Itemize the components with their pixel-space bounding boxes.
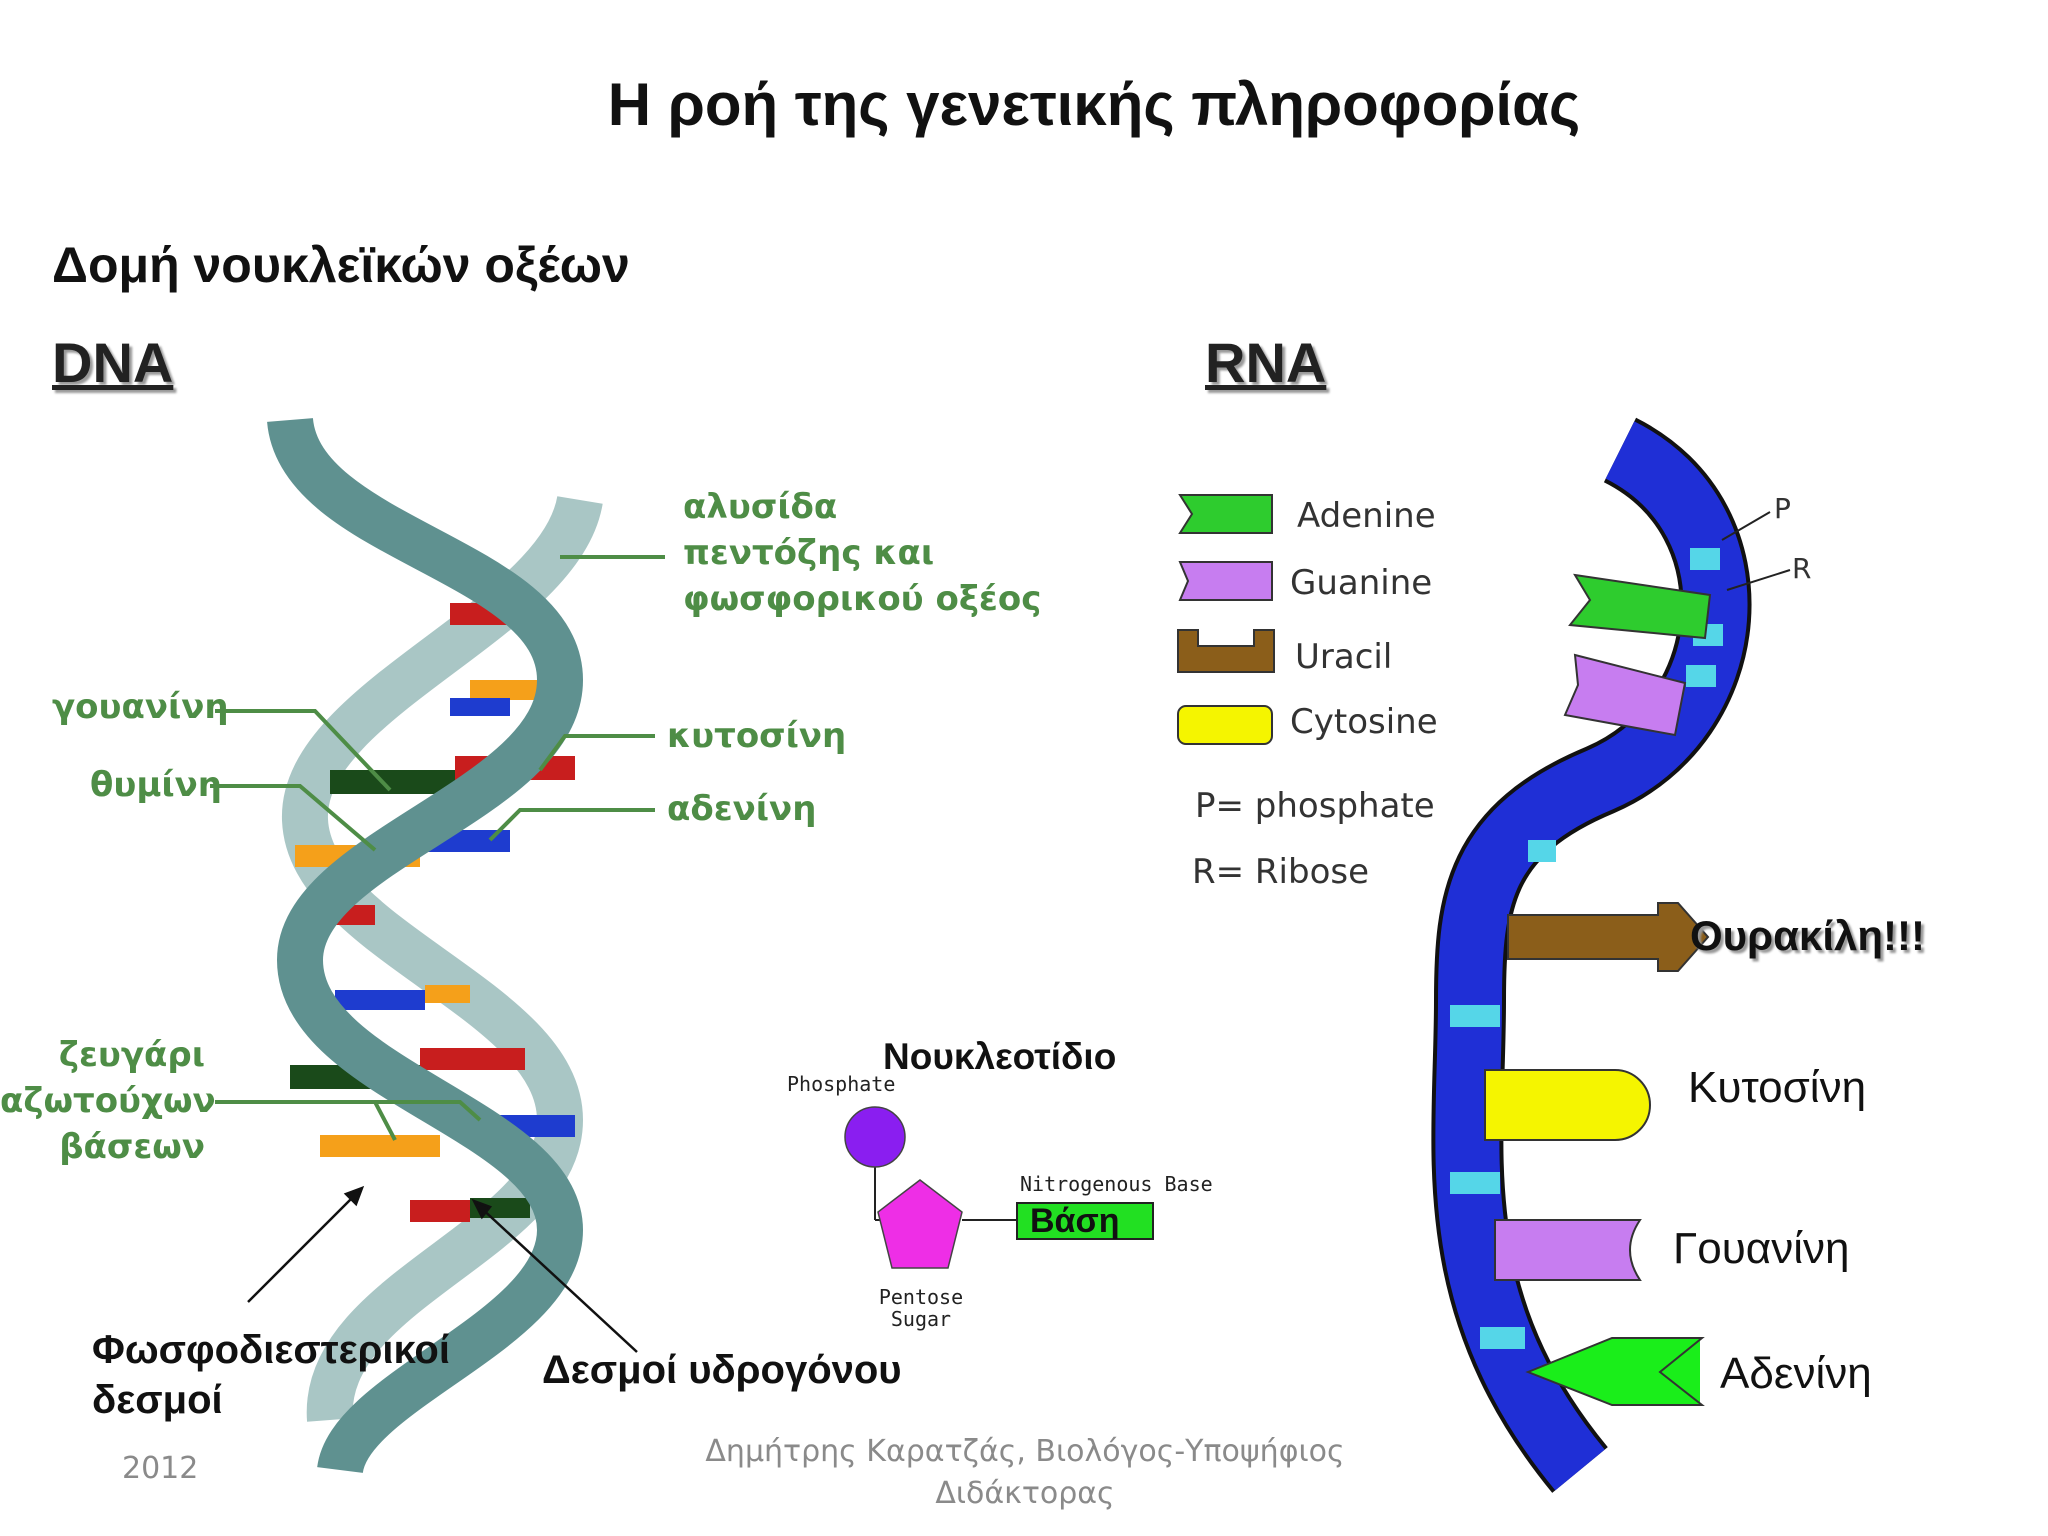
thymine-label: θυμίνη <box>90 765 222 805</box>
phosphodiester-label-line: Φωσφοδιεστερικοί <box>92 1328 450 1372</box>
dna-heading: DNA <box>52 331 174 394</box>
dna-back-strand <box>282 494 603 1422</box>
adenine-legend-icon <box>1178 494 1273 534</box>
rna-cytosine-label: Κυτοσίνη <box>1688 1063 1867 1112</box>
phosphate-circle <box>844 1106 906 1168</box>
base-pairs-label-line: ζευγάρι <box>58 1035 205 1075</box>
rna-backbone <box>1435 421 1748 1491</box>
rna-legend-cytosine: Cytosine <box>1290 702 1438 742</box>
rna-p-label: P <box>1774 492 1791 525</box>
ribose-definition: R= Ribose <box>1192 852 1370 892</box>
phosphate-definition: P= phosphate <box>1195 786 1435 826</box>
slide-subtitle: Δομή νουκλεϊκών οξέων <box>52 237 630 293</box>
rna-legend-adenine: Adenine <box>1297 496 1436 536</box>
phosphodiester-label-line: δεσμοί <box>92 1378 223 1422</box>
backbone-label-line: πεντόζης και <box>683 533 935 573</box>
pentose-pentagon <box>877 1179 963 1269</box>
footer-author: Δημήτρης Καρατζάς, Βιολόγος-Υποψήφιος Δι… <box>680 1431 1370 1515</box>
rna-guanine-top <box>1563 653 1687 737</box>
footer-author-line: Διδάκτορας <box>935 1476 1115 1511</box>
rna-heading: RNA <box>1205 331 1327 394</box>
rna-legend-icons <box>1177 494 1275 745</box>
dna-front-strand <box>267 416 584 1476</box>
uracil-legend-icon <box>1177 629 1275 673</box>
dna-bond-arrows <box>247 1185 638 1353</box>
rna-legend-guanine: Guanine <box>1290 563 1433 603</box>
backbone-label: αλυσίδα πεντόζης και φωσφορικού οξέος <box>683 484 1041 622</box>
footer-year: 2012 <box>122 1451 199 1486</box>
phosphodiester-label: Φωσφοδιεστερικοί δεσμοί <box>92 1325 450 1425</box>
rna-uracil-base <box>1507 902 1710 972</box>
sugar-label: Sugar <box>890 1307 952 1331</box>
rna-r-label: R <box>1792 552 1812 585</box>
guanine-legend-icon <box>1178 561 1273 601</box>
rna-adenine-top <box>1568 573 1712 640</box>
nucleotide-title: Νουκλεοτίδιο <box>883 1036 1117 1077</box>
footer-author-line: Δημήτρης Καρατζάς, Βιολόγος-Υποψήφιος <box>705 1434 1345 1469</box>
rna-ribose-segments <box>1450 548 1723 1349</box>
cytosine-legend-icon <box>1177 705 1273 745</box>
hydrogen-bonds-label: Δεσμοί υδρογόνου <box>542 1348 902 1392</box>
rna-adenine-base-outline <box>1525 1337 1705 1406</box>
rna-uracil-label: Ουρακίλη!!! <box>1690 912 1925 959</box>
rna-adenine-label: Αδενίνη <box>1720 1349 1872 1398</box>
slide-title: Η ροή της γενετικής πληροφορίας <box>607 71 1581 138</box>
rna-guanine-base <box>1494 1219 1642 1281</box>
rna-legend-uracil: Uracil <box>1295 637 1393 677</box>
phosphate-label: Phosphate <box>787 1072 896 1096</box>
backbone-label-line: φωσφορικού οξέος <box>683 579 1042 619</box>
nitrogenous-base-label: Nitrogenous Base <box>1020 1172 1213 1196</box>
base-box: Βάση <box>1016 1202 1154 1240</box>
base-pairs-label-line: βάσεων <box>59 1127 205 1167</box>
backbone-label-line: αλυσίδα <box>683 487 838 527</box>
rna-guanine-label: Γουανίνη <box>1673 1224 1850 1273</box>
dna-leader-lines <box>210 555 665 1141</box>
base-pairs-label-line: αζωτούχων <box>0 1081 216 1121</box>
rna-cytosine-base <box>1484 1069 1651 1141</box>
cytosine-label: κυτοσίνη <box>667 716 847 756</box>
guanine-label: γουανίνη <box>52 687 229 727</box>
pentose-label: Pentose <box>878 1285 964 1309</box>
pentose-sugar-label: Pentose Sugar <box>872 1286 970 1330</box>
adenine-label: αδενίνη <box>667 789 817 829</box>
base-pairs-label: ζευγάρι αζωτούχων βάσεων <box>0 1032 216 1170</box>
